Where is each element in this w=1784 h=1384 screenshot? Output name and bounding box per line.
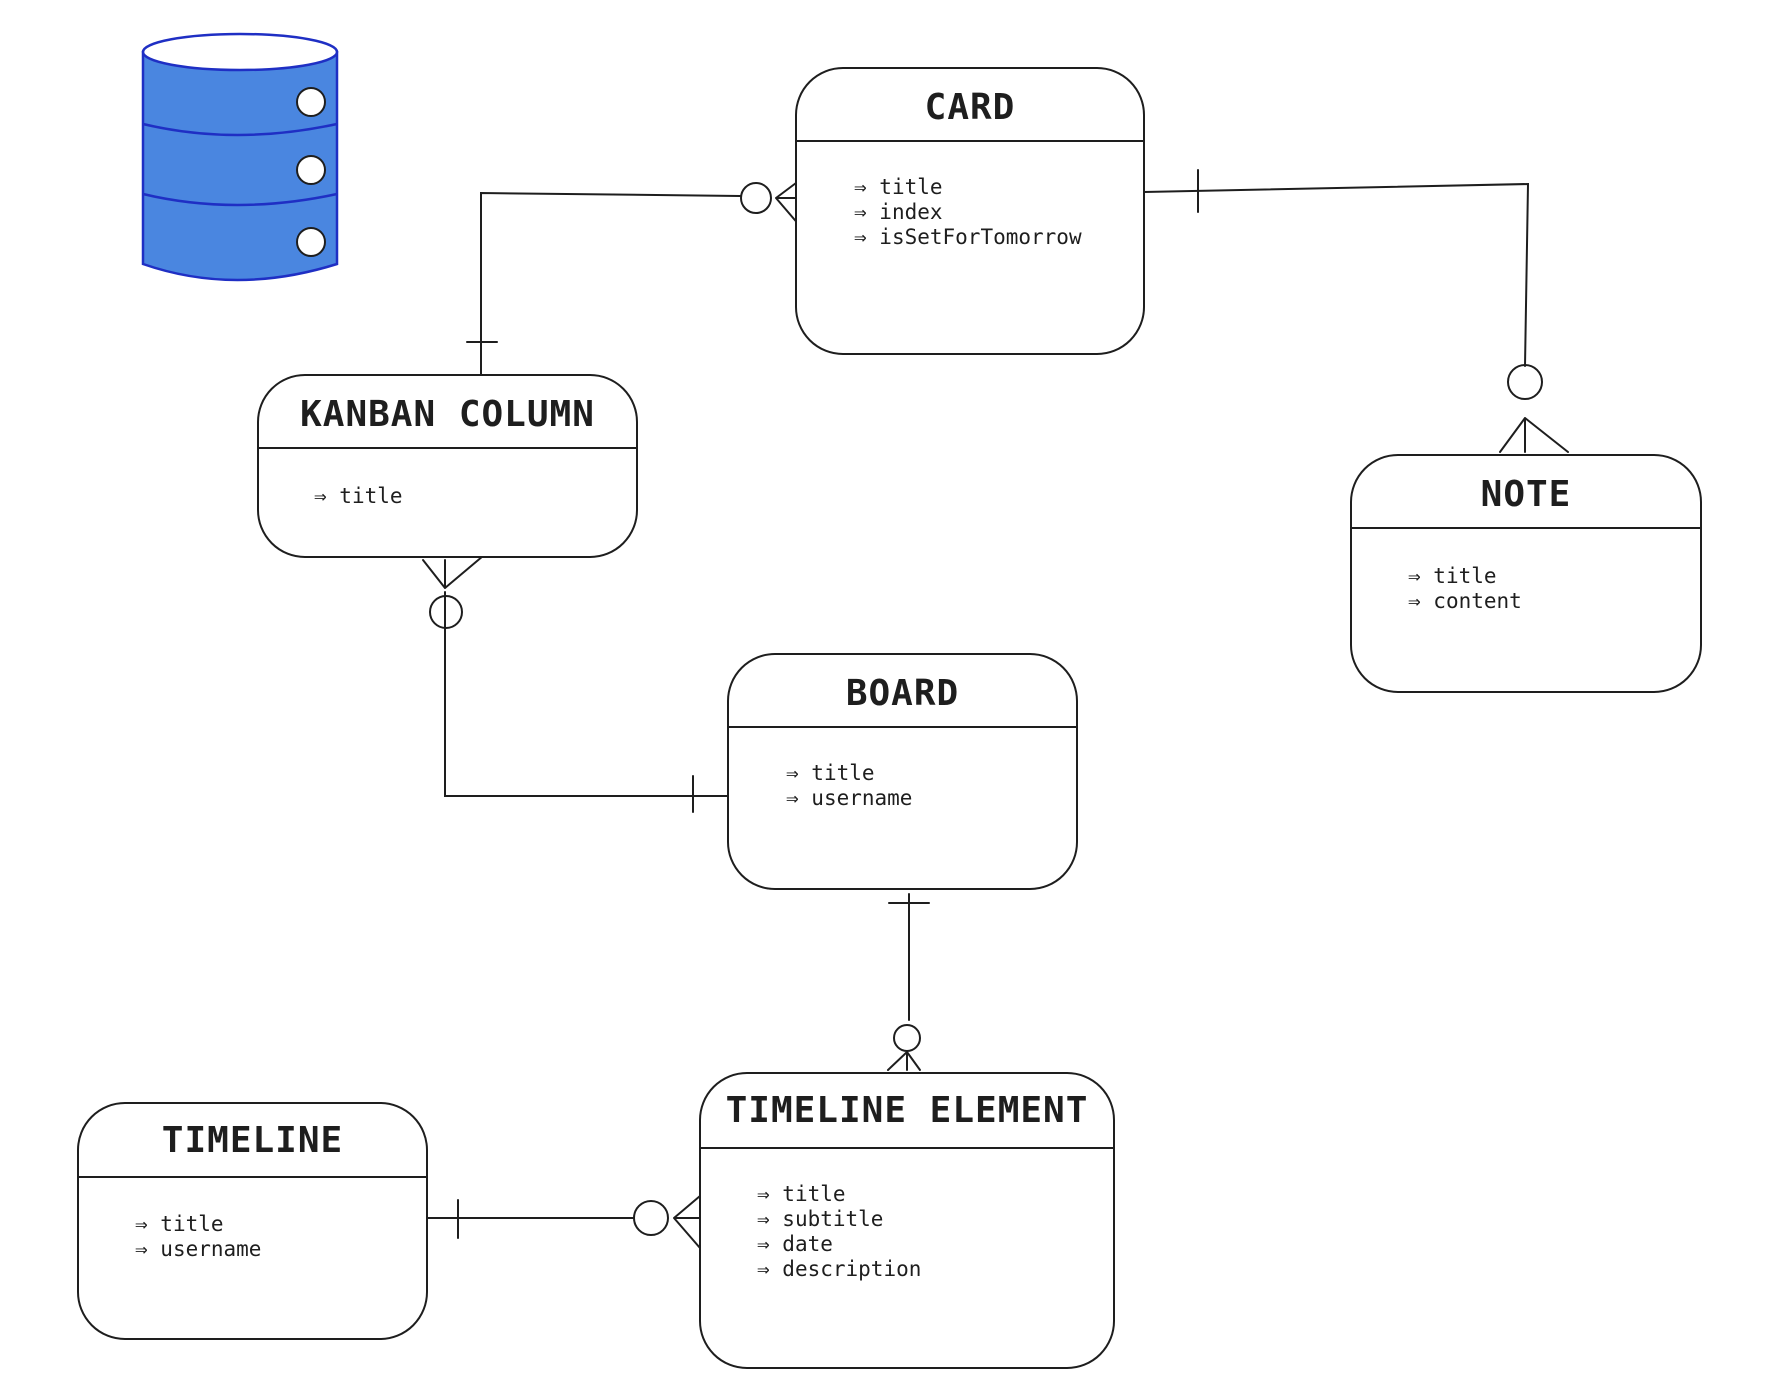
entity-card-attributes: title index isSetForTomorrow [854, 175, 1082, 250]
entity-note[interactable]: NOTE title content [1350, 454, 1702, 693]
zero-marker [633, 1200, 669, 1236]
entity-note-attributes: title content [1408, 564, 1522, 614]
attribute: title [135, 1212, 261, 1237]
entity-card-title: CARD [924, 87, 1016, 128]
attribute: title [757, 1182, 921, 1207]
entity-card-divider [797, 140, 1143, 142]
entity-board-divider [729, 726, 1076, 728]
many-marker [673, 1195, 701, 1249]
relationship-kanban-card [466, 179, 801, 376]
attribute: date [757, 1232, 921, 1257]
attribute: title [1408, 564, 1522, 589]
entity-note-divider [1352, 527, 1700, 529]
attribute: username [786, 786, 912, 811]
entity-board[interactable]: BOARD title username [727, 653, 1078, 890]
attribute: title [854, 175, 1082, 200]
entity-timeline-title: TIMELINE [161, 1120, 344, 1161]
entity-kanban-column-divider [259, 447, 636, 449]
entity-timeline[interactable]: TIMELINE title username [77, 1102, 428, 1340]
zero-marker [1507, 364, 1543, 400]
attribute: content [1408, 589, 1522, 614]
entity-kanban-column[interactable]: KANBAN COLUMN title [257, 374, 638, 558]
entity-note-title: NOTE [1480, 474, 1572, 515]
relationship-timeline-timeline-element [423, 1195, 701, 1249]
many-marker [422, 555, 484, 589]
entity-timeline-attributes: title username [135, 1212, 261, 1262]
entity-timeline-divider [79, 1176, 426, 1178]
entity-timeline-element-title: TIMELINE ELEMENT [725, 1090, 1089, 1131]
entity-timeline-element-divider [701, 1147, 1113, 1149]
attribute: subtitle [757, 1207, 921, 1232]
attribute: username [135, 1237, 261, 1262]
entity-card[interactable]: CARD title index isSetForTomorrow [795, 67, 1145, 355]
attribute: title [314, 484, 402, 509]
entity-timeline-element[interactable]: TIMELINE ELEMENT title subtitle date des… [699, 1072, 1115, 1369]
entity-kanban-column-attributes: title [314, 484, 402, 509]
entity-kanban-column-title: KANBAN COLUMN [300, 394, 595, 435]
attribute: description [757, 1257, 921, 1282]
database-icon [141, 32, 339, 282]
entity-board-attributes: title username [786, 761, 912, 811]
relationship-board-timeline-element [887, 893, 930, 1071]
attribute: index [854, 200, 1082, 225]
attribute: isSetForTomorrow [854, 225, 1081, 250]
zero-marker [429, 595, 463, 629]
zero-marker [893, 1024, 921, 1052]
entity-board-title: BOARD [845, 673, 960, 714]
many-marker [1499, 417, 1569, 453]
entity-timeline-element-attributes: title subtitle date description [757, 1182, 921, 1282]
attribute: title [786, 761, 912, 786]
relationship-board-kanban [422, 555, 729, 813]
zero-marker [740, 182, 772, 214]
many-marker [887, 1051, 921, 1071]
relationship-card-note [1143, 169, 1569, 453]
